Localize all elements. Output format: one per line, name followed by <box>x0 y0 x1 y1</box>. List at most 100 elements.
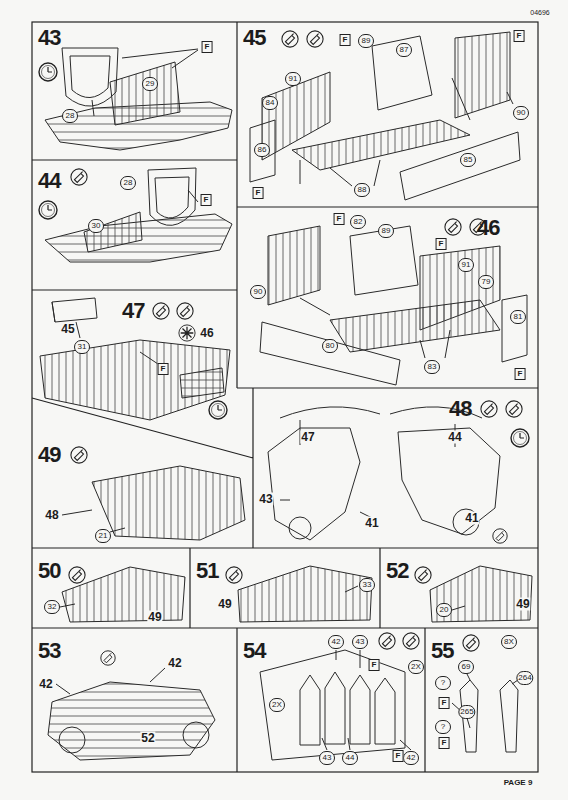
paint-flag: F <box>340 34 351 46</box>
assembly-number: 47 <box>300 431 315 444</box>
drawing-stroke <box>292 120 470 170</box>
step-number: 51 <box>196 560 218 582</box>
part-number: 43 <box>352 635 368 649</box>
part-number: 2X <box>269 698 285 712</box>
step-number: 43 <box>38 27 60 49</box>
drawing-stroke <box>300 298 450 358</box>
step-panel: 50 <box>32 548 190 628</box>
paint-flag: F <box>202 41 213 53</box>
assembly-number: 48 <box>44 509 59 522</box>
step-number: 54 <box>243 640 265 662</box>
drawing-stroke <box>40 340 230 420</box>
step-panel: 52 <box>380 548 538 628</box>
drawing-stroke <box>183 722 209 748</box>
part-number: 90 <box>250 285 266 299</box>
drawing-stroke <box>502 295 527 362</box>
drawing-stroke <box>60 586 465 610</box>
part-number: ? <box>435 676 451 690</box>
paint-flag: F <box>158 363 169 375</box>
step-number: 55 <box>431 640 453 662</box>
part-number: 79 <box>478 275 494 289</box>
part-number: 69 <box>458 660 474 674</box>
assembly-number: 42 <box>38 678 53 691</box>
drawing-stroke <box>260 322 400 385</box>
assembly-number: 49 <box>515 598 530 611</box>
drawing-stroke <box>177 303 193 319</box>
drawing-stroke <box>452 672 518 728</box>
part-number: 29 <box>142 77 158 91</box>
assembly-number: 44 <box>447 431 462 444</box>
part-number: 28 <box>62 109 78 123</box>
part-number: 265 <box>458 705 475 719</box>
part-number: 91 <box>458 258 474 272</box>
part-number: 31 <box>74 340 90 354</box>
drawing-stroke <box>280 420 455 518</box>
assembly-number: 42 <box>167 657 182 670</box>
part-number: ? <box>435 720 451 734</box>
assembly-number: 52 <box>140 732 155 745</box>
step-number: 44 <box>38 170 60 192</box>
drawing-stroke <box>300 672 395 745</box>
drawing-stroke <box>238 566 372 622</box>
drawing-stroke <box>101 651 115 665</box>
instruction-icons <box>39 31 529 665</box>
part-number: 89 <box>358 34 374 48</box>
drawing-stroke <box>453 509 479 535</box>
part-number: 21 <box>95 529 111 543</box>
drawing-stroke <box>300 78 513 186</box>
drawing-stroke <box>372 36 432 110</box>
drawing-stroke <box>260 650 405 760</box>
part-number: 89 <box>378 224 394 238</box>
drawing-stroke <box>110 62 180 125</box>
drawing-stroke <box>289 517 311 539</box>
page-number: PAGE 9 <box>504 778 533 788</box>
drawing-stroke <box>180 368 224 398</box>
part-number: 80 <box>322 339 338 353</box>
step-number: 53 <box>38 640 60 662</box>
drawing-stroke <box>179 325 195 341</box>
paint-flag: F <box>393 750 404 762</box>
step-number: 49 <box>38 444 60 466</box>
assembly-number: 41 <box>364 517 379 530</box>
drawing-stroke <box>430 566 532 622</box>
drawing-stroke <box>322 650 411 750</box>
step-panel: 48 <box>253 388 538 548</box>
drawing-stroke <box>268 428 360 540</box>
part-number: 43 <box>319 751 335 765</box>
drawing-stroke <box>445 219 461 235</box>
paint-flag: F <box>439 737 450 749</box>
part-number: 82 <box>350 215 366 229</box>
drawing-stroke <box>62 510 125 532</box>
part-number: 42 <box>328 635 344 649</box>
assembly-number: 49 <box>217 598 232 611</box>
assembly-number: 45 <box>60 323 75 336</box>
part-number: 264 <box>516 671 533 685</box>
step-panel: 53 <box>32 628 237 772</box>
drawing-stroke <box>463 635 479 651</box>
part-number: 42 <box>403 751 419 765</box>
drawing-stroke <box>307 31 323 47</box>
assembly-number: 46 <box>199 327 214 340</box>
part-number: 86 <box>254 143 270 157</box>
drawing-stroke <box>71 447 87 463</box>
drawing-stroke <box>153 303 169 319</box>
drawing-stroke <box>398 428 500 534</box>
drawing-stroke <box>493 529 507 543</box>
part-number: 81 <box>510 310 526 324</box>
drawing-stroke <box>481 401 497 417</box>
part-number: 87 <box>396 43 412 57</box>
drawing-stroke <box>84 212 142 252</box>
drawing-stroke <box>403 633 419 649</box>
assembly-number: 49 <box>147 611 162 624</box>
part-number: 90 <box>513 106 529 120</box>
part-number: 8X <box>501 635 517 649</box>
drawing-stroke <box>62 567 185 622</box>
drawing-stroke <box>39 201 57 219</box>
drawing-stroke <box>48 682 215 760</box>
drawing-stroke <box>282 31 298 47</box>
part-number: 2X <box>408 660 424 674</box>
drawing-stroke <box>39 63 57 81</box>
drawing-stroke <box>188 190 198 202</box>
